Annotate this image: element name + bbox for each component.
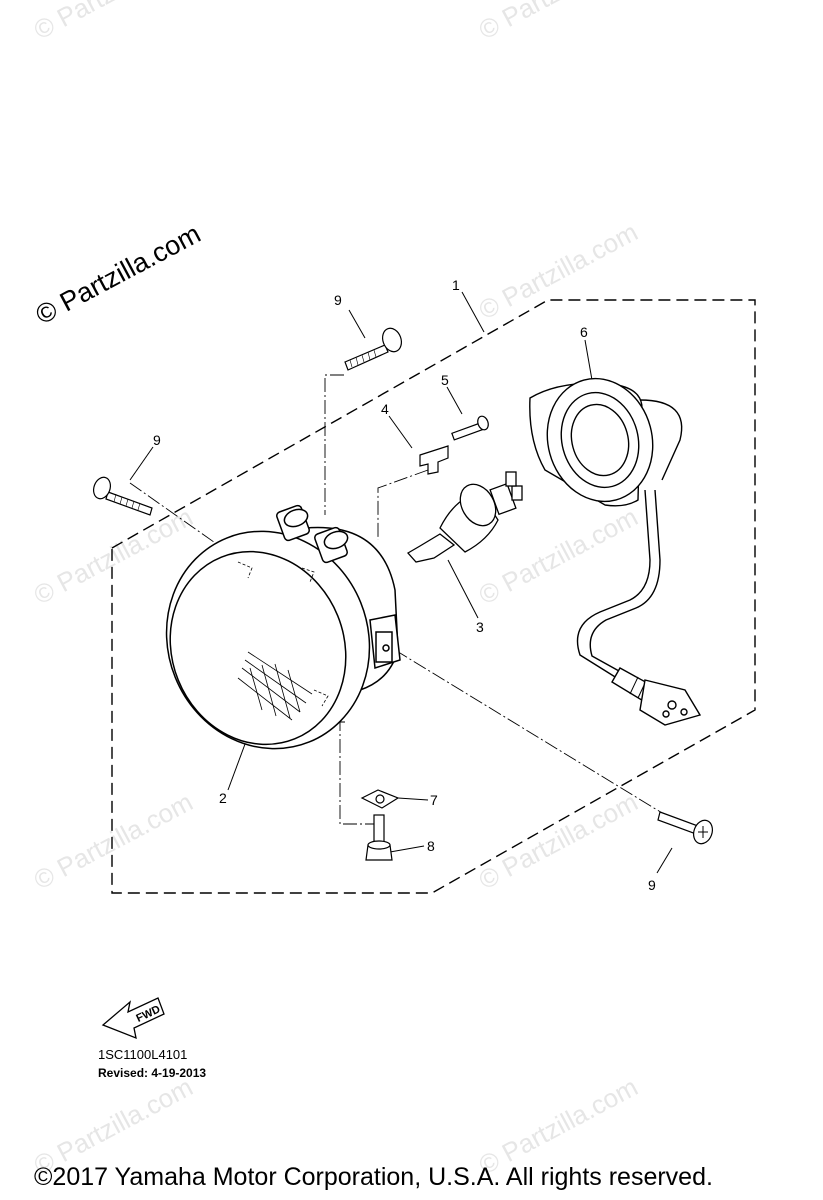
clip-part-4 — [419, 445, 449, 475]
dashed-marks — [237, 561, 329, 707]
screw-part-5 — [451, 415, 489, 441]
headlight-housing — [165, 504, 401, 750]
watermark-main: © Partzilla.com — [31, 218, 206, 330]
revised-date: Revised: 4-19-2013 — [98, 1066, 207, 1080]
callout-8: 8 — [427, 838, 435, 854]
callout-3: 3 — [476, 619, 484, 635]
watermark-faint: © Partzilla.com — [474, 217, 643, 326]
diagram-code: 1SC1100L4101 — [98, 1047, 188, 1062]
callout-9-right: 9 — [648, 877, 656, 893]
screw-part-9-top — [344, 327, 403, 371]
callout-2: 2 — [219, 790, 227, 806]
callout-7: 7 — [430, 792, 438, 808]
callout-labels: 1 9 9 5 4 6 3 2 7 8 9 — [153, 277, 656, 893]
callout-4: 4 — [381, 401, 389, 417]
fwd-arrow-icon: FWD — [101, 997, 165, 1040]
callout-9-top: 9 — [334, 292, 342, 308]
nut-part-7 — [360, 789, 400, 809]
callout-9-left: 9 — [153, 432, 161, 448]
leader-lines — [129, 291, 673, 874]
socket-harness-part-6 — [529, 377, 702, 726]
watermark-faint: © Partzilla.com — [474, 787, 643, 896]
copyright-notice: ©2017 Yamaha Motor Corporation, U.S.A. A… — [34, 1163, 713, 1191]
assembly-boundary — [111, 299, 756, 894]
screw-part-9-right — [657, 811, 714, 845]
callout-5: 5 — [441, 372, 449, 388]
callout-1: 1 — [452, 277, 460, 293]
screw-part-9-left — [92, 476, 153, 516]
bulb — [406, 471, 523, 563]
watermark-faint: © Partzilla.com — [29, 502, 198, 611]
callout-6: 6 — [580, 324, 588, 340]
watermark-faint: © Partzilla.com — [474, 502, 643, 611]
bolt-part-8 — [365, 814, 393, 861]
watermark-faint: © Partzilla.com — [29, 0, 198, 45]
watermark-faint: © Partzilla.com — [474, 0, 643, 45]
watermark-faint: © Partzilla.com — [29, 787, 198, 896]
